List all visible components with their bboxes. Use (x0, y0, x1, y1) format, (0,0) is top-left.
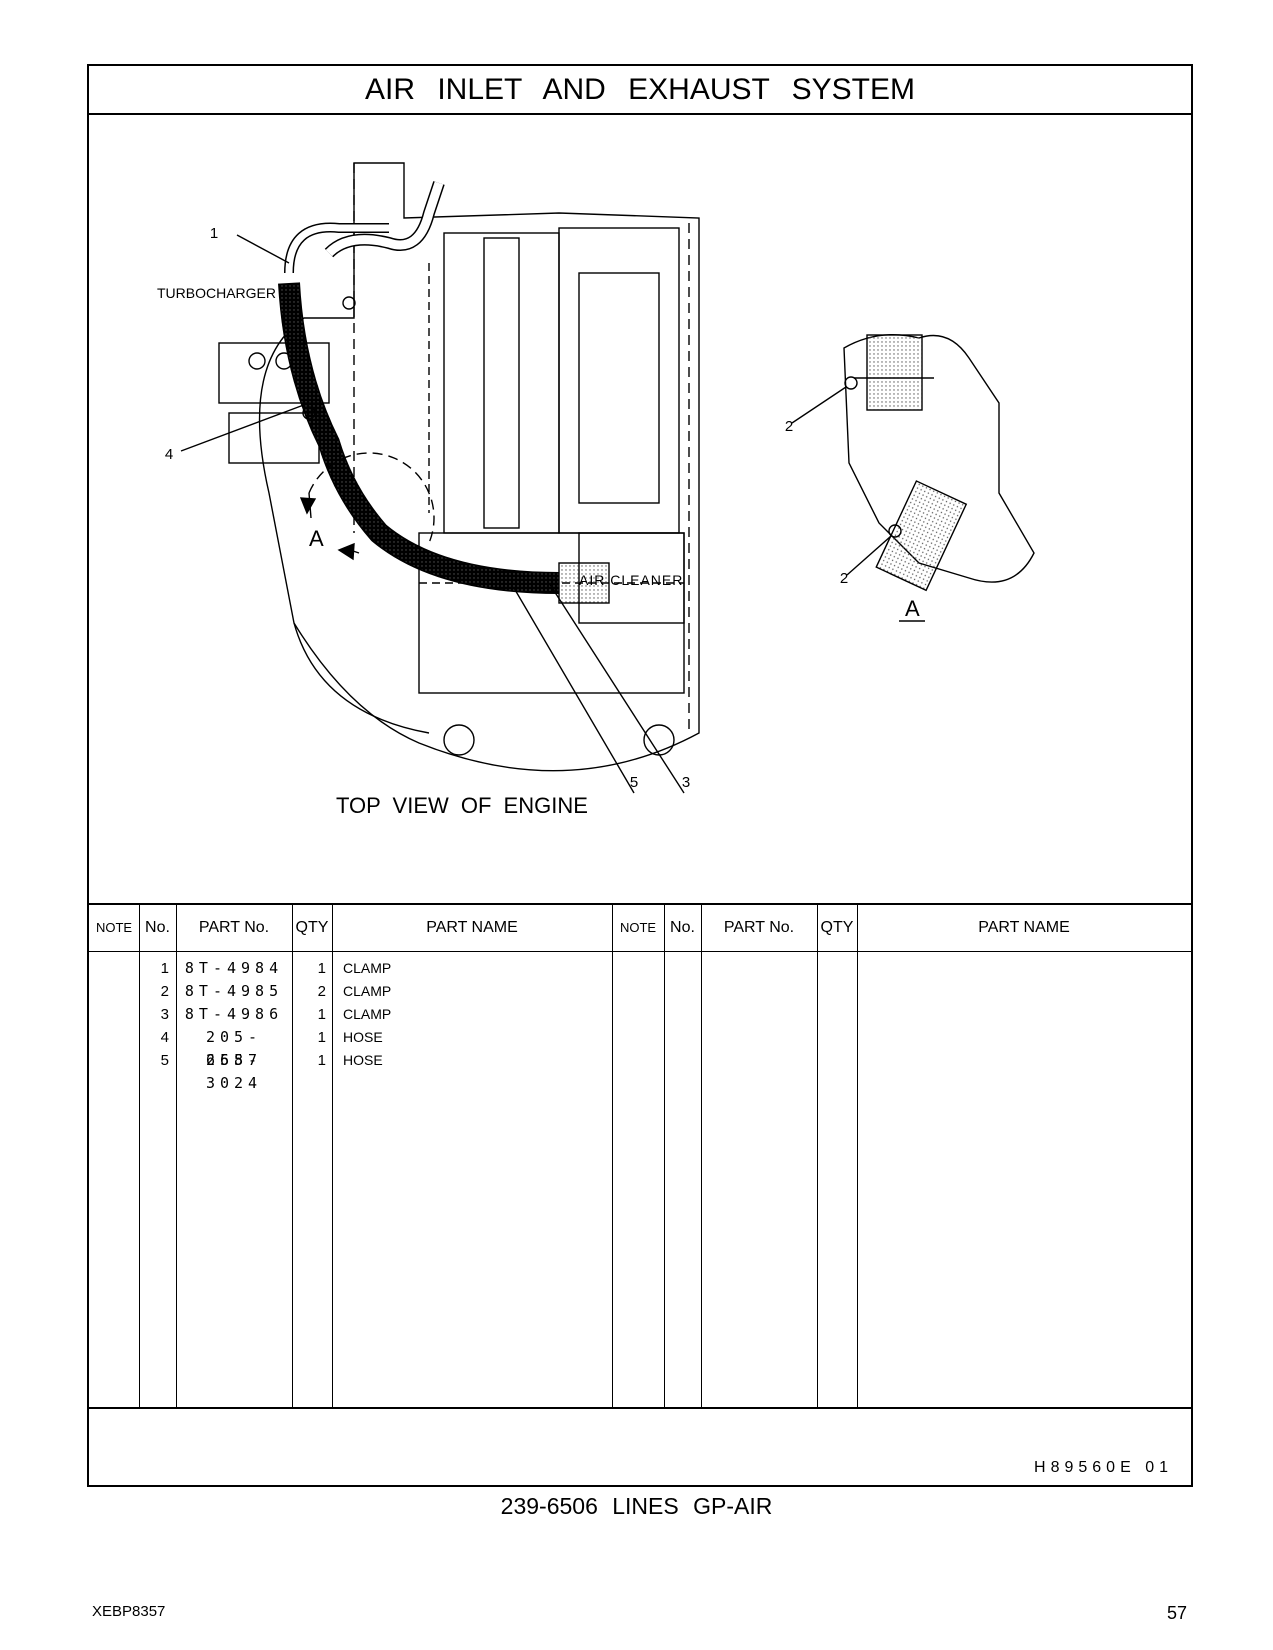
row-no: 1 (160, 960, 169, 977)
row-no: 4 (160, 1029, 169, 1046)
column-divider (332, 905, 333, 1407)
row-no: 3 (160, 1006, 169, 1023)
table-row: 1 8T-4984 1 CLAMP (89, 957, 1191, 980)
row-qty: 1 (317, 1052, 326, 1069)
document-id: XEBP8357 (92, 1603, 166, 1620)
header-part-name-left: PART NAME (426, 919, 518, 936)
callout-2-upper: 2 (785, 418, 793, 435)
column-divider (664, 905, 665, 1407)
row-part-no: 8T-4986 (184, 1005, 284, 1023)
row-qty: 2 (317, 983, 326, 1000)
header-note-left: NOTE (95, 920, 133, 935)
row-part-no: 8T-4985 (184, 982, 284, 1000)
row-part-name: HOSE (343, 1029, 383, 1045)
column-divider (612, 905, 613, 1407)
column-divider (292, 905, 293, 1407)
header-part-name-right: PART NAME (978, 919, 1070, 936)
parts-page-frame: AIR INLET AND EXHAUST SYSTEM (87, 64, 1193, 1487)
row-part-name: CLAMP (343, 1006, 392, 1022)
turbocharger-label: TURBOCHARGER (157, 285, 276, 301)
header-divider (89, 951, 1191, 952)
column-divider (817, 905, 818, 1407)
page-number: 57 (1166, 1603, 1187, 1623)
table-row: 5 255-3024 1 HOSE (89, 1049, 1191, 1092)
view-a-marker: A (309, 526, 324, 551)
column-divider (701, 905, 702, 1407)
row-part-name: HOSE (343, 1052, 383, 1068)
engine-drawing: 1 2 2 3 4 5 TURBOCHARGER AIR CLEANER A A… (157, 162, 1035, 818)
row-part-name: CLAMP (343, 960, 392, 976)
header-qty-left: QTY (295, 919, 329, 936)
callout-5: 5 (630, 774, 638, 791)
header-no-left: No. (145, 919, 170, 936)
header-qty-right: QTY (820, 919, 854, 936)
header-part-no-right: PART No. (723, 919, 795, 936)
parts-table: NOTE No. PART No. QTY PART NAME NOTE No.… (89, 903, 1191, 1409)
header-note-right: NOTE (619, 920, 657, 935)
row-qty: 1 (317, 1006, 326, 1023)
row-no: 5 (160, 1052, 169, 1069)
row-part-name: CLAMP (343, 983, 392, 999)
row-part-no: 255-3024 (205, 1051, 263, 1092)
row-qty: 1 (317, 960, 326, 977)
callout-2-lower: 2 (840, 570, 848, 587)
drawing-code: H89560E 01 (1034, 1459, 1173, 1476)
row-part-no: 8T-4984 (184, 959, 284, 977)
row-no: 2 (160, 983, 169, 1000)
column-divider (176, 905, 177, 1407)
group-name: 239-6506 LINES GP-AIR (500, 1493, 773, 1519)
row-qty: 1 (317, 1029, 326, 1046)
callout-1: 1 (210, 225, 218, 242)
drawing-caption: TOP VIEW OF ENGINE (336, 793, 588, 818)
column-divider (139, 905, 140, 1407)
page-title: AIR INLET AND EXHAUST SYSTEM (89, 66, 1191, 115)
column-divider (857, 905, 858, 1407)
callout-4: 4 (165, 446, 173, 463)
view-a-detail-label: A (905, 596, 920, 621)
callout-3: 3 (682, 774, 690, 791)
table-row: 4 205-6687 1 HOSE (89, 1026, 1191, 1069)
header-no-right: No. (670, 919, 695, 936)
row-part-no: 205-6687 (205, 1028, 263, 1069)
air-cleaner-label: AIR CLEANER (579, 572, 683, 588)
table-row: 3 8T-4986 1 CLAMP (89, 1003, 1191, 1026)
header-part-no-left: PART No. (198, 919, 270, 936)
table-row: 2 8T-4985 2 CLAMP (89, 980, 1191, 1003)
